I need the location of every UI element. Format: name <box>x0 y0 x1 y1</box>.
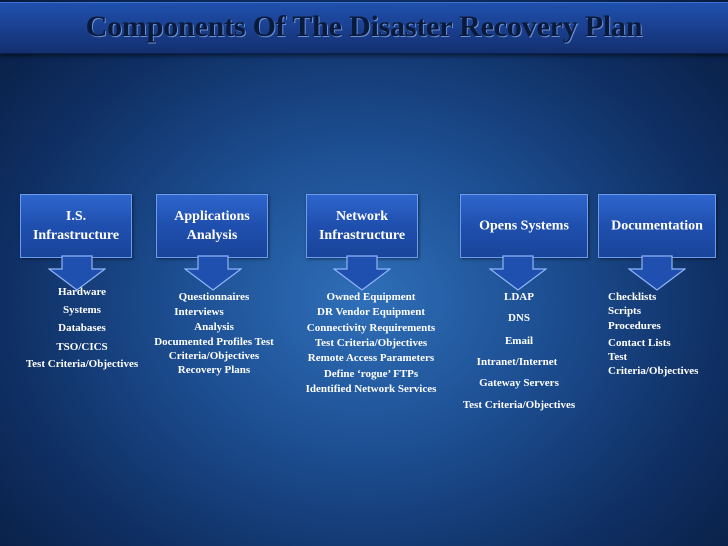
list-item: Analysis <box>194 321 234 333</box>
list-item: Define ‘rogue’ FTPs <box>323 368 419 380</box>
list-item: Criteria/Objectives <box>608 365 699 377</box>
box-label: I.S. Infrastructure <box>32 209 120 243</box>
box-network-infrastructure: Network Infrastructure <box>306 194 418 258</box>
box-applications-analysis: Applications Analysis <box>156 194 268 258</box>
list-item: Remote Access Parameters <box>307 352 435 364</box>
list-item: Intranet/Internet <box>476 356 558 368</box>
box-label: Applications Analysis <box>174 209 250 243</box>
list-item: DR Vendor Equipment <box>317 306 425 318</box>
list-item: Connectivity Requirements <box>306 322 436 334</box>
box-label: Opens Systems <box>479 218 569 234</box>
list-item: Checklists <box>608 291 657 303</box>
list-item: Test <box>608 351 628 363</box>
list-item: Identified Network Services <box>305 383 437 395</box>
list-item: Email <box>504 335 534 347</box>
arrow-down-icon <box>48 255 106 291</box>
list-item: Procedures <box>608 320 661 332</box>
arrow-down-icon <box>489 255 547 291</box>
title-bar: Components Of The Disaster Recovery Plan <box>0 2 728 54</box>
list-item: Interviews <box>174 306 224 318</box>
arrow-down-icon <box>184 255 242 291</box>
list-item: Gateway Servers <box>479 377 559 389</box>
page-title: Components Of The Disaster Recovery Plan <box>85 10 643 43</box>
box-opens-systems: Opens Systems <box>460 194 588 258</box>
list-item: TSO/CICS <box>56 341 108 353</box>
list-item: Questionnaires <box>178 291 250 303</box>
list-item: Owned Equipment <box>326 291 416 303</box>
list-item: Scripts <box>608 305 641 317</box>
box-is-infrastructure: I.S. Infrastructure <box>20 194 132 258</box>
list-item: Test Criteria/Objectives <box>314 337 428 349</box>
box-documentation: Documentation <box>598 194 716 258</box>
box-label: Network Infrastructure <box>318 209 406 243</box>
arrow-down-icon <box>628 255 686 291</box>
list-item: Test Criteria/Objectives <box>25 358 139 370</box>
box-label: Documentation <box>611 218 703 234</box>
list-item: Systems <box>63 304 101 316</box>
list-item: Recovery Plans <box>177 364 251 376</box>
list-item: Databases <box>58 322 106 334</box>
list-item: Documented Profiles Test <box>154 336 274 348</box>
list-item: LDAP <box>504 291 534 303</box>
list-item: Criteria/Objectives <box>168 350 260 362</box>
list-item: Contact Lists <box>608 337 671 349</box>
list-item: Test Criteria/Objectives <box>462 399 576 411</box>
list-item: DNS <box>507 312 530 324</box>
list-item: Hardware <box>57 286 107 298</box>
arrow-down-icon <box>333 255 391 291</box>
